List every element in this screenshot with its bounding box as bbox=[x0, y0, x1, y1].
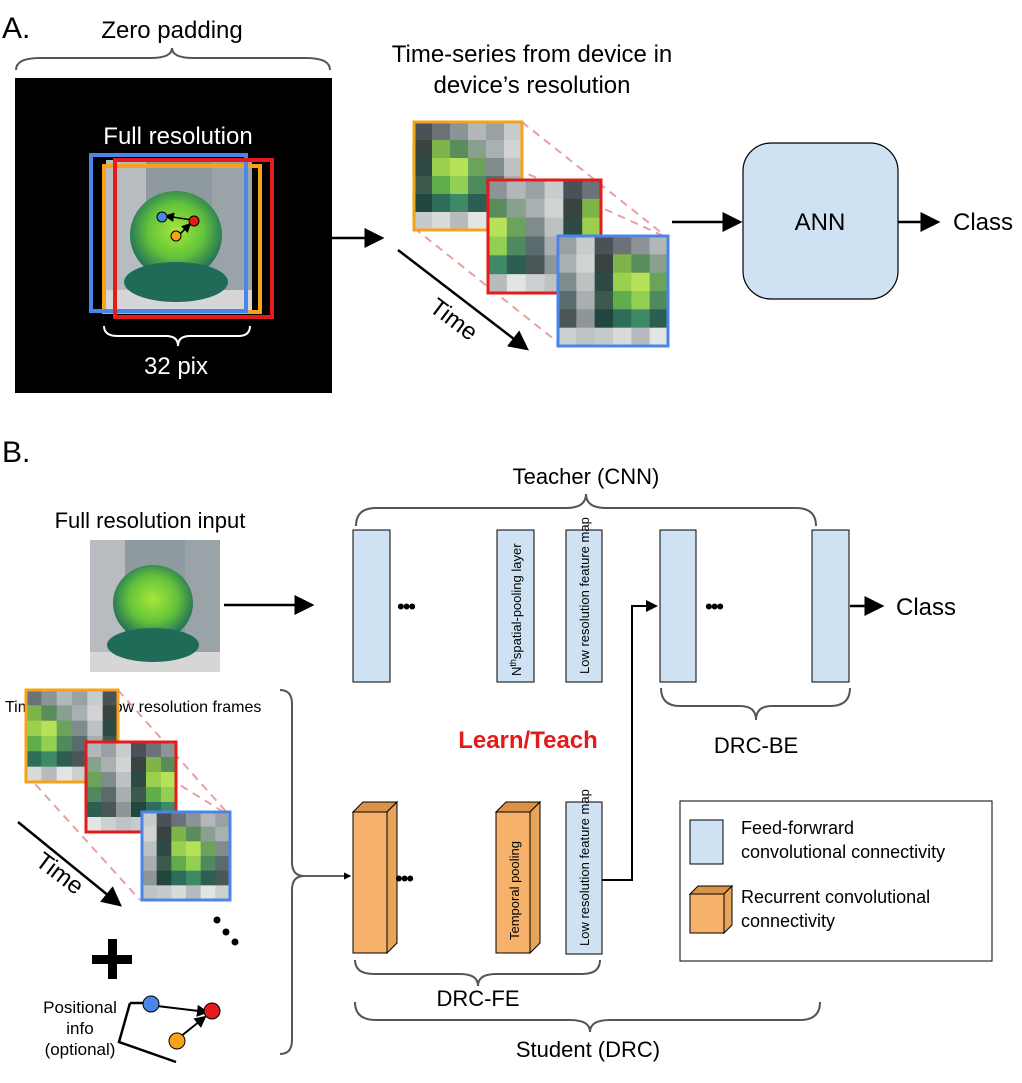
student-label: Student (DRC) bbox=[516, 1037, 660, 1062]
drc-fe-brace bbox=[354, 959, 601, 987]
frog-image-b bbox=[90, 540, 220, 672]
pix-brace bbox=[103, 325, 251, 347]
time-label-a: Time bbox=[424, 293, 482, 346]
saccade-points-a bbox=[156, 211, 200, 242]
ann-label: ANN bbox=[795, 209, 846, 236]
legend-ff-line2: convolutional connectivity bbox=[741, 842, 945, 862]
student-recurrent-layer-1 bbox=[351, 800, 399, 955]
time-arrow-b bbox=[17, 821, 122, 907]
full-res-input-label: Full resolution input bbox=[55, 508, 246, 533]
frame-blue-a bbox=[89, 153, 248, 313]
teacher-lowres-feature-map bbox=[565, 529, 603, 683]
be-layer-2 bbox=[811, 529, 850, 683]
timeseries-title-1: Time-series from device in bbox=[392, 41, 673, 68]
timeseries-title-2: device’s resolution bbox=[433, 72, 630, 99]
temporal-pooling-label: Temporal pooling bbox=[507, 841, 522, 940]
learn-teach-label: Learn/Teach bbox=[458, 727, 598, 754]
be-ellipsis: ••• bbox=[705, 594, 723, 619]
teacher-label: Teacher (CNN) bbox=[513, 464, 660, 489]
positional-label-1: Positional bbox=[43, 998, 117, 1017]
legend-ff-swatch bbox=[689, 819, 724, 865]
drc-be-label: DRC-BE bbox=[714, 733, 798, 758]
drc-be-brace bbox=[660, 687, 851, 721]
frame-red-a bbox=[113, 158, 274, 319]
legend-ff-line1: Feed-forwrard bbox=[741, 818, 854, 838]
student-lowres-feature-map bbox=[565, 801, 603, 955]
student-brace bbox=[354, 1001, 821, 1033]
drc-fe-label: DRC-FE bbox=[436, 986, 519, 1011]
positional-trajectory bbox=[117, 995, 221, 1064]
student-ellipsis: ••• bbox=[395, 866, 413, 891]
teacher-brace bbox=[355, 493, 817, 527]
zero-padding-brace bbox=[15, 47, 331, 71]
legend-rec-line1: Recurrent convolutional bbox=[741, 887, 930, 907]
panel-b-label: B. bbox=[2, 436, 30, 469]
panel-a-label: A. bbox=[2, 12, 30, 45]
lowres-frames-b bbox=[24, 688, 232, 902]
zero-padding-label: Zero padding bbox=[101, 17, 242, 44]
legend-rec-line2: connectivity bbox=[741, 911, 835, 931]
time-arrow-a bbox=[397, 249, 529, 351]
legend-box bbox=[679, 800, 993, 962]
plus-icon bbox=[92, 939, 132, 979]
student-temporal-pooling-layer bbox=[494, 800, 542, 955]
teacher-lowres-fm-label: Low resolution feature map bbox=[577, 517, 592, 674]
positional-label-3: (optional) bbox=[45, 1040, 116, 1059]
be-layer-1 bbox=[659, 529, 697, 683]
arrow-student-to-be bbox=[602, 600, 658, 881]
input-bracket bbox=[279, 689, 305, 1055]
ellipsis-dots-b bbox=[213, 916, 239, 946]
class-label-a: Class bbox=[953, 209, 1013, 236]
positional-label-2: info bbox=[66, 1019, 93, 1038]
pix-label: 32 pix bbox=[144, 353, 208, 380]
teacher-ellipsis-1: ••• bbox=[397, 594, 415, 619]
teacher-layer-1 bbox=[352, 529, 391, 683]
teacher-nth-pooling-layer bbox=[496, 529, 535, 683]
legend-rec-swatch bbox=[688, 884, 734, 935]
student-lowres-fm-label: Low resolution feature map bbox=[577, 789, 592, 946]
lowres-frames-a bbox=[412, 120, 670, 348]
nth-pooling-label: Nthspatial-pooling layer bbox=[508, 543, 524, 676]
full-resolution-label: Full resolution bbox=[103, 123, 252, 150]
class-label-b: Class bbox=[896, 594, 956, 621]
